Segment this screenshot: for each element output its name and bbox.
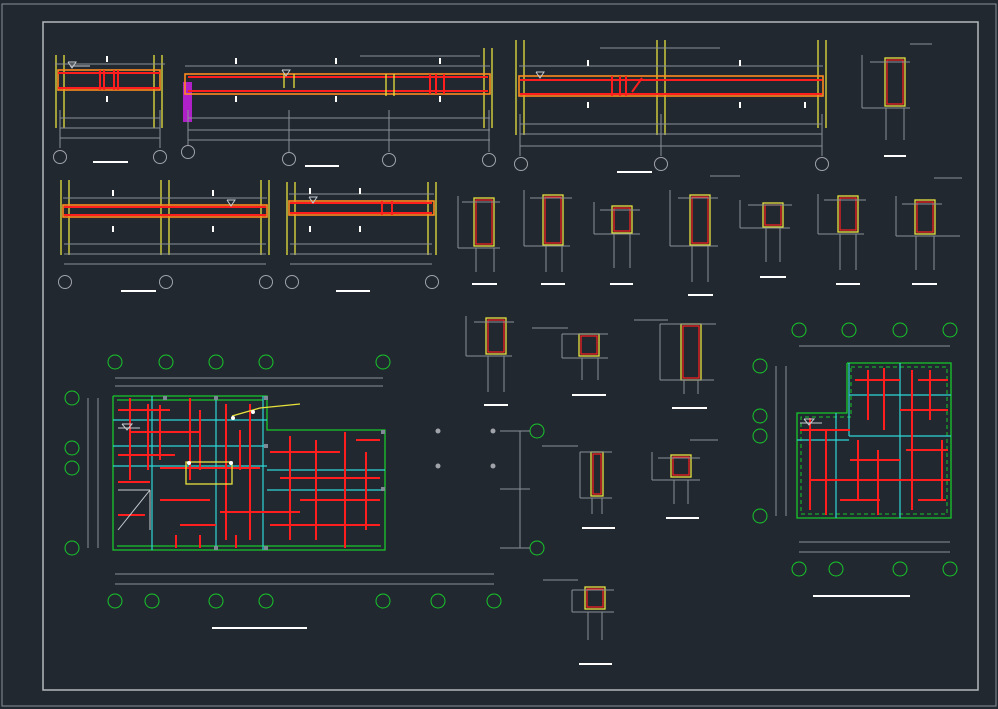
column-detail (465, 316, 514, 406)
beam-section-5 (285, 182, 439, 292)
column-detail (861, 43, 932, 157)
column-detail (651, 439, 718, 519)
column-detail (739, 200, 792, 278)
drawing-frame (42, 21, 979, 691)
foundation-plan-left (64, 354, 545, 629)
column-detail (457, 196, 500, 285)
beam-section-3 (514, 40, 829, 173)
beam-section-4 (58, 180, 273, 292)
beam-section-1 (53, 55, 167, 164)
column-detail (817, 194, 866, 285)
outer-border (1, 3, 997, 707)
beam-section-2 (181, 48, 496, 167)
column-detail (895, 177, 962, 285)
column-detail (634, 319, 716, 409)
foundation-plan-right (752, 322, 958, 597)
column-detail (532, 327, 608, 396)
column-detail (669, 175, 740, 296)
column-detail (543, 579, 614, 665)
column-details (457, 43, 962, 665)
column-detail (542, 445, 615, 529)
column-detail (523, 190, 572, 285)
column-detail (593, 202, 640, 285)
